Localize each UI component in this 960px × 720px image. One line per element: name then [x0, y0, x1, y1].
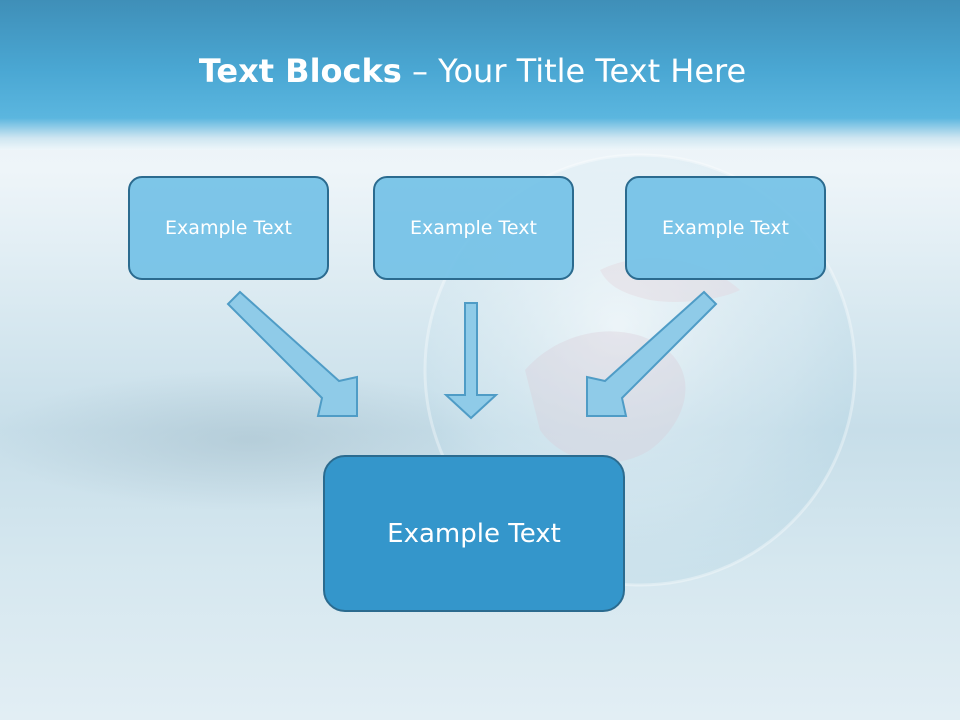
text-block-1-label: Example Text	[165, 217, 292, 239]
main-text-block-label: Example Text	[387, 518, 561, 549]
text-block-1[interactable]: Example Text	[128, 176, 329, 280]
main-text-block[interactable]: Example Text	[323, 455, 625, 612]
text-block-2-label: Example Text	[410, 217, 537, 239]
header-band	[0, 0, 960, 150]
title-bold-part: Text Blocks	[198, 52, 402, 90]
text-block-2[interactable]: Example Text	[373, 176, 574, 280]
title-rest-part: Your Title Text Here	[438, 52, 747, 90]
slide-title: Text Blocks – Your Title Text Here	[0, 52, 945, 90]
title-separator: –	[411, 52, 428, 90]
text-block-3[interactable]: Example Text	[625, 176, 826, 280]
text-block-3-label: Example Text	[662, 217, 789, 239]
